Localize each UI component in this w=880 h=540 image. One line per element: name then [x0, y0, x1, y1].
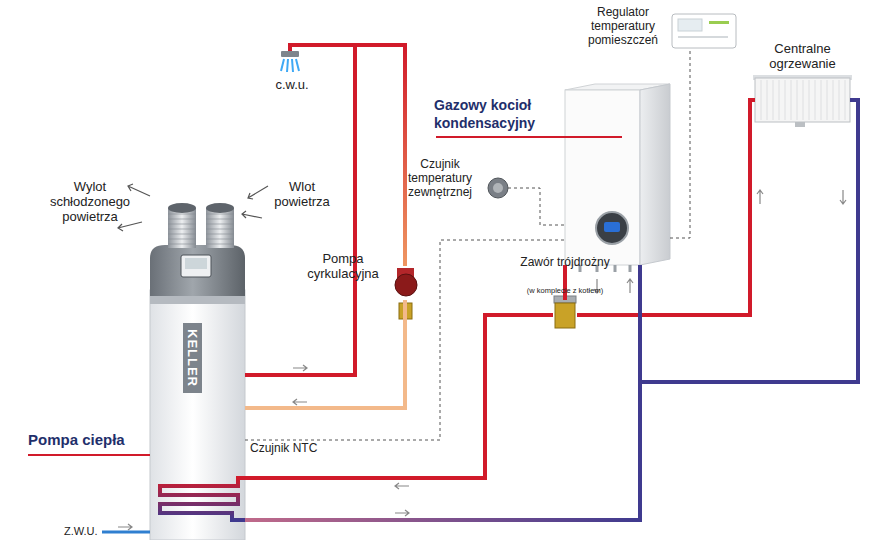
- flow-arrow: [757, 190, 763, 204]
- return-pipe: [245, 265, 640, 520]
- duct-ribs: [168, 214, 234, 244]
- node-label: Czujnik temperatury zewnętrznej: [396, 158, 484, 199]
- flow-arrow: [840, 190, 846, 204]
- return-pipe: [640, 100, 858, 382]
- brand-name: KELLER: [183, 323, 202, 393]
- flow-arrow: [395, 483, 409, 489]
- three-way-valve: Zawór trójdrożny(w komplecie z kotłem): [553, 300, 577, 330]
- radiator: Centralne ogrzewanie: [755, 78, 850, 122]
- circulation-pump: Pompa cyrkulacyjna: [394, 266, 418, 300]
- room-thermostat: Regulator temperatury pomieszczeń: [670, 12, 738, 50]
- node-heading: Pompa ciepła: [28, 431, 148, 448]
- air-arrow: [242, 211, 262, 218]
- gas-boiler: Gazowy kocioł kondensacyjny: [565, 90, 670, 265]
- control-panel: [181, 255, 211, 277]
- node-heading: Gazowy kocioł kondensacyjny: [434, 96, 562, 132]
- display-screen: [604, 222, 620, 232]
- tank-body: [150, 290, 245, 540]
- outdoor-sensor: Czujnik temperatury zewnętrznej: [488, 178, 508, 198]
- signal-wire: [670, 50, 690, 238]
- connectors: [245, 45, 858, 520]
- air-label: Wlot powietrza: [266, 180, 338, 210]
- air-ducts: [118, 184, 268, 248]
- signal-wire: [245, 240, 565, 440]
- pipe-label: Z.W.U.: [64, 525, 114, 538]
- leader-line: [436, 136, 622, 138]
- air-arrow: [118, 222, 142, 231]
- shower-pipe: [290, 45, 312, 52]
- radiator-fins: [761, 80, 845, 120]
- tank-band: [150, 296, 245, 304]
- sensor-and-valve-drawing: [488, 178, 576, 328]
- tank-cap: [150, 245, 245, 302]
- flow-arrow: [293, 399, 307, 405]
- heat-pump-drawing: [28, 245, 245, 540]
- boiler-front: [565, 90, 640, 265]
- shower-head: c.w.u.: [272, 36, 312, 66]
- boiler-display: [596, 212, 628, 244]
- air-arrow: [248, 186, 268, 199]
- sensor-label: Czujnik NTC: [250, 442, 320, 456]
- duct-opening: [206, 203, 234, 213]
- thermostat-buttons: [678, 36, 728, 38]
- supply-pipe: [245, 315, 553, 478]
- valve-body: [555, 303, 575, 328]
- supply-pipe: [577, 100, 755, 315]
- return-pipe: [245, 300, 405, 408]
- circulation-pipe: [312, 45, 405, 266]
- boiler-side: [640, 84, 670, 265]
- air-arrow: [128, 184, 150, 196]
- flow-arrow: [118, 524, 132, 530]
- thermostat-led: [709, 21, 729, 24]
- signal-wire: [508, 188, 565, 225]
- shower-drawing: [281, 45, 312, 72]
- heating-coil: [160, 478, 245, 520]
- air-label: Wylot schłodzonego powietrza: [40, 180, 140, 225]
- thermostat-display: [678, 19, 702, 31]
- outdoor-sensor: [488, 178, 508, 198]
- node-label: Centralne ogrzewanie: [750, 42, 855, 72]
- flow-arrow: [293, 365, 307, 371]
- radiator-bracket: [795, 122, 805, 127]
- duct-opening: [168, 203, 196, 213]
- panel-display: [185, 258, 207, 269]
- sensor-face: [493, 183, 503, 193]
- node-label: Regulator temperatury pomieszczeń: [580, 6, 666, 47]
- leader-line: [28, 454, 150, 456]
- heat-pump-tank: Pompa ciepłaKELLER: [150, 245, 245, 540]
- node-label: Zawór trójdrożny: [513, 256, 617, 270]
- node-label: Pompa cyrkulacyjna: [298, 252, 388, 282]
- radiator-panel: [755, 78, 850, 122]
- flow-arrow: [395, 510, 409, 516]
- cold-water-pipe: [102, 531, 150, 534]
- flow-arrow: [627, 279, 633, 293]
- node-note: (w komplecie z kotłem): [505, 287, 625, 296]
- thermostat-body: [672, 14, 736, 48]
- shower-head: [281, 51, 299, 57]
- hot-water-pipe: [245, 45, 355, 375]
- water-drops: [281, 59, 299, 72]
- node-label: c.w.u.: [268, 78, 316, 93]
- thermostat-drawing: [672, 14, 736, 48]
- radiator-drawing: [753, 75, 852, 204]
- pump-body: [395, 274, 417, 296]
